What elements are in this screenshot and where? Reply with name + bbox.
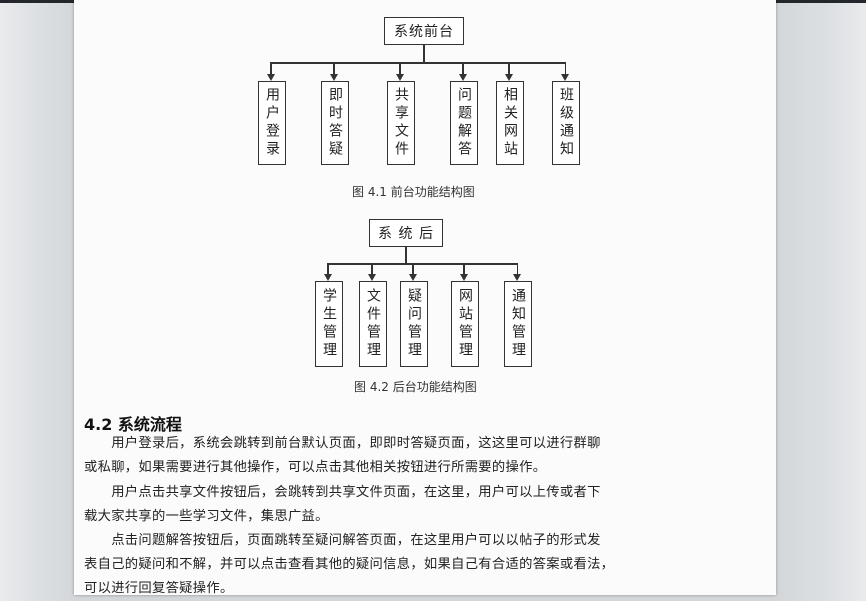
diagram-node: 用户登录 [258,81,286,165]
section-heading: 4.2 系统流程 [84,415,182,434]
paragraph-line: 可以进行回复答疑操作。 [84,581,234,596]
paragraph-line: 用户登录后，系统会跳转到前台默认页面，即即时答疑页面，这这里可以进行群聊 [84,436,601,451]
paragraph-line: 点击问题解答按钮后，页面跳转至疑问解答页面，在这里用户可以以帖子的形式发 [84,533,601,548]
diagram-node: 学生管理 [315,281,343,367]
diagram-node: 文件管理 [359,281,387,367]
figure-caption: 图 4.2 后台功能结构图 [354,380,477,394]
diagram-root-node: 系 统 后 [369,219,443,247]
diagram-node: 问题解答 [450,81,478,165]
paragraph-line: 或私聊，如果需要进行其他操作，可以点击其他相关按钮进行所需要的操作。 [84,460,547,475]
diagram-node: 疑问管理 [400,281,428,367]
diagram-node: 相关网站 [496,81,524,165]
paragraph: 用户登录后，系统会跳转到前台默认页面，即即时答疑页面，这这里可以进行群聊 或私聊… [84,432,601,480]
paragraph-line: 表自己的疑问和不解，并可以点击查看其他的疑问信息，如果自己有合适的答案或看法， [84,557,615,572]
paragraph-line: 载大家共享的一些学习文件，集思广益。 [84,509,329,524]
paragraph: 用户点击共享文件按钮后，会跳转到共享文件页面，在这里，用户可以上传或者下 载大家… [84,481,601,529]
diagram-node: 班级通知 [552,81,580,165]
diagram-node: 通知管理 [504,281,532,367]
diagram-node: 即时答疑 [321,81,349,165]
paragraph-line: 用户点击共享文件按钮后，会跳转到共享文件页面，在这里，用户可以上传或者下 [84,485,601,500]
paragraph: 点击问题解答按钮后，页面跳转至疑问解答页面，在这里用户可以以帖子的形式发 表自己… [84,529,614,601]
figure-caption: 图 4.1 前台功能结构图 [352,185,475,199]
diagram-root-node: 系统前台 [384,17,464,45]
diagram-node: 共享文件 [387,81,415,165]
diagram-node: 网站管理 [451,281,479,367]
